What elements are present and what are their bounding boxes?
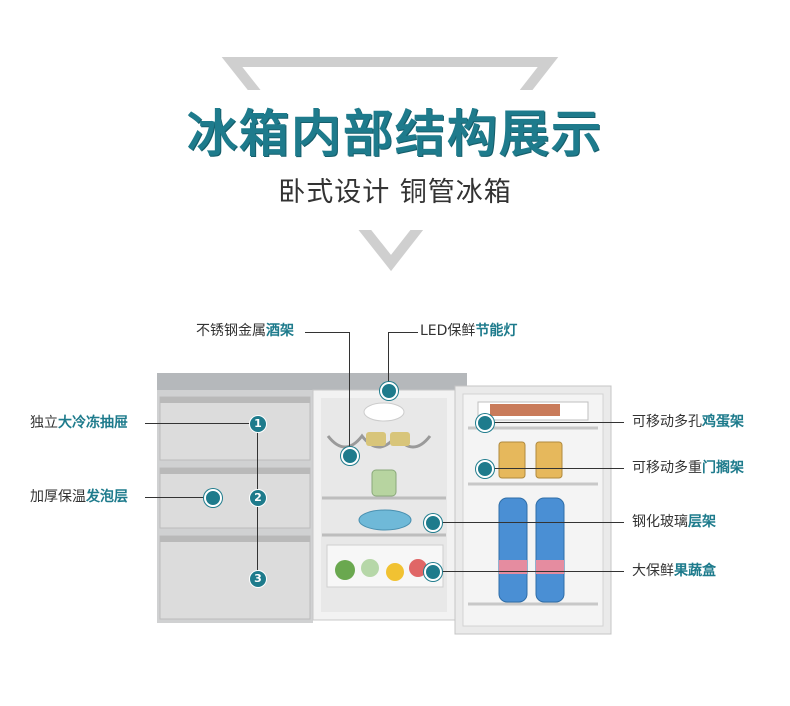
label-egg-rack: 可移动多孔鸡蛋架	[632, 414, 744, 430]
label-door-shelf: 可移动多重门搁架	[632, 460, 744, 476]
callout-dot-egg-rack	[476, 414, 494, 432]
drawer-number-3: 3	[249, 570, 267, 588]
page-title: 冰箱内部结构展示	[187, 105, 603, 163]
callout-dot-foam	[204, 489, 222, 507]
callout-dot-door-shelf	[476, 460, 494, 478]
callout-dot-crisper	[424, 563, 442, 581]
led-light-fixture	[363, 402, 405, 422]
drawer-3	[159, 535, 311, 620]
fridge-top-panel	[157, 373, 467, 390]
label-glass-shelf: 钢化玻璃层架	[632, 514, 716, 530]
page-subtitle: 卧式设计 铜管冰箱	[278, 177, 512, 208]
callout-dot-glass-shelf	[424, 514, 442, 532]
callout-dot-wine-rack	[341, 447, 359, 465]
label-foam: 加厚保温发泡层	[30, 489, 128, 505]
drawer-1	[159, 396, 311, 461]
drawer-number-2: 2	[249, 489, 267, 507]
triangle-decoration	[140, 57, 650, 272]
label-crisper: 大保鲜果蔬盒	[632, 563, 716, 579]
label-wine-rack: 不锈钢金属酒架	[196, 323, 294, 339]
label-led-light: LED保鲜节能灯	[420, 323, 518, 339]
label-drawers: 独立大冷冻抽屉	[30, 415, 128, 431]
drawer-2	[159, 467, 311, 529]
callout-dot-led-light	[380, 382, 398, 400]
drawer-number-1: 1	[249, 415, 267, 433]
